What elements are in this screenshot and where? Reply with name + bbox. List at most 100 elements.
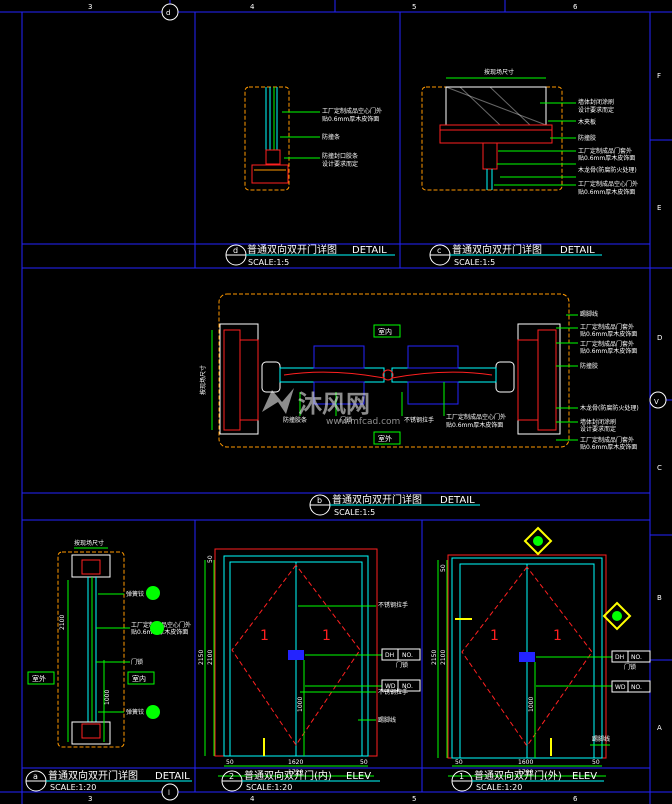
svg-text:1: 1	[553, 628, 562, 644]
note-text: 墙体封闭涂刷	[578, 98, 614, 106]
svg-text:1: 1	[490, 628, 499, 644]
panel-title: 普通双向双开门详图	[48, 769, 138, 782]
elevation-2: 1 1 50 2150 2100 1000 50 1620 50 1720 不锈…	[198, 548, 421, 777]
note-text: 防撞胶	[580, 362, 598, 370]
note-text: 工厂定制成品空心门外	[322, 107, 382, 115]
panel-title: 普通双向双开门(内)	[244, 769, 332, 782]
dim-label: 50	[455, 759, 463, 766]
tag-code: WD	[385, 683, 396, 690]
panel-subtitle: DETAIL	[560, 245, 595, 256]
dim-label: 1720	[288, 769, 303, 776]
grid-row-label: C	[657, 464, 662, 472]
note-text: 踢脚线	[592, 735, 610, 743]
panel-scale: SCALE:1:5	[248, 258, 289, 267]
note-text: 工厂定制成品空心门外	[578, 180, 638, 188]
dim-label: 2100	[207, 650, 214, 665]
svg-text:1: 1	[322, 628, 331, 644]
tag-no: NO.	[402, 652, 413, 659]
tag-no: NO.	[402, 683, 413, 690]
dim-label: 50	[360, 759, 368, 766]
dim-label: 1000	[528, 697, 535, 712]
panel-title: 普通双向双开门详图	[452, 243, 542, 256]
note-text: 防撞封口胶条	[322, 152, 358, 160]
note-text: 防撞胶条	[283, 416, 307, 424]
room-label: 室内	[132, 674, 146, 683]
note-text: 工厂定制成品门套外	[578, 147, 632, 155]
dim-label: 1000	[104, 690, 111, 705]
top-axis-marker: d	[166, 9, 170, 17]
dim-label: 50	[440, 564, 447, 572]
panel-subtitle: ELEV	[572, 771, 597, 782]
grid-row-label: E	[657, 204, 661, 212]
tag-code: DH	[385, 652, 394, 659]
note-text: 木龙骨(防腐防火处理)	[578, 166, 637, 174]
panel-title: 普通双向双开门(外)	[474, 769, 562, 782]
panel-scale: SCALE:1:5	[454, 258, 495, 267]
note-text: 不锈钢拉手	[404, 416, 434, 424]
dim-label: 1620	[288, 759, 303, 766]
elevation-2-title: 2 普通双向双开门(内) ELEV SCALE:1:20	[221, 769, 380, 792]
note-text: 贴0.6mm厚木皮饰面	[446, 421, 503, 429]
dim-label: 50	[592, 759, 600, 766]
bottom-axis-marker: l	[168, 789, 170, 797]
note-text: 工厂定制成品空心门外	[446, 413, 506, 421]
panel-c-detail: 按现场尺寸 墙体封闭涂刷 设计要求而定 木夹板 防撞胶 工厂定制成品门套外 贴0…	[421, 68, 638, 196]
note-text: 防撞条	[322, 133, 340, 141]
note-text: 设计要求而定	[580, 425, 616, 433]
panel-scale: SCALE:1:20	[50, 783, 96, 792]
dim-label: 50	[207, 555, 214, 563]
panel-scale: SCALE:1:20	[476, 783, 522, 792]
note-text: 贴0.6mm厚木皮饰面	[580, 330, 637, 338]
watermark-brand: 沐风网	[298, 390, 370, 418]
note-text: 弹簧铰	[126, 590, 144, 598]
panel-subtitle: DETAIL	[155, 771, 190, 782]
note-text: 设计要求而定	[578, 106, 614, 114]
note-text: 踢脚线	[378, 716, 396, 724]
note-text: 不锈钢拉手	[378, 688, 408, 696]
grid-row-label: F	[657, 72, 661, 80]
panel-mark: b	[317, 496, 322, 505]
grid-col-label: 5	[412, 795, 416, 803]
dim-label: 1000	[297, 697, 304, 712]
note-text: 贴0.6mm厚木皮饰面	[322, 115, 379, 123]
note-text: 工厂定制成品门套外	[580, 340, 634, 348]
panel-b-title: b 普通双向双开门详图 DETAIL SCALE:1:5	[309, 493, 480, 517]
panel-mark: 1	[459, 772, 464, 781]
panel-mark: c	[437, 246, 441, 255]
elevation-1-title: 1 普通双向双开门(外) ELEV SCALE:1:20	[451, 769, 604, 792]
grid-labels: 3 4 5 6 3 4 5 6 F E D C B A d l V	[88, 3, 667, 803]
note-text: 防撞胶	[578, 134, 596, 142]
note-text: 弹簧铰	[126, 708, 144, 716]
panel-title: 普通双向双开门详图	[247, 243, 337, 256]
panel-subtitle: ELEV	[346, 771, 371, 782]
grid-row-label: A	[657, 724, 662, 732]
note-text: 工厂定制成品门套外	[580, 323, 634, 331]
tag-code: WD	[615, 684, 626, 691]
watermark-logo-icon	[262, 388, 294, 414]
dim-label: 按现场尺寸	[74, 539, 104, 547]
note-text: 门锁	[131, 658, 143, 666]
elevation-1: 1 1 50 2150 2100 1000 50 1600 50 1700 踢脚…	[431, 526, 651, 777]
panel-d-detail: 工厂定制成品空心门外 贴0.6mm厚木皮饰面 防撞条 防撞封口胶条 设计要求而定	[244, 86, 382, 191]
note-text: 墙体封闭涂刷	[580, 418, 616, 426]
note-text: 木夹板	[578, 118, 596, 126]
room-label: 室内	[378, 327, 392, 336]
grid-col-label: 6	[573, 795, 578, 803]
grid-row-label: B	[657, 594, 662, 602]
panel-subtitle: DETAIL	[352, 245, 387, 256]
grid-col-label: 5	[412, 3, 416, 11]
dim-label: 50	[226, 759, 234, 766]
note-text: 贴0.6mm厚木皮饰面	[578, 188, 635, 196]
svg-text:1: 1	[260, 628, 269, 644]
panel-scale: SCALE:1:5	[334, 508, 375, 517]
tag-code: DH	[615, 654, 624, 661]
note-text: 贴0.6mm厚木皮饰面	[580, 443, 637, 451]
watermark-url: www.mfcad.com	[326, 417, 400, 427]
tag-no: NO.	[631, 684, 642, 691]
panel-a-detail: 按现场尺寸 2100 1000 室外 室内 弹簧铰 工厂定制成品空心门外 贴0.…	[27, 539, 191, 748]
panel-a-title: a 普通双向双开门详图 DETAIL SCALE:1:20	[25, 769, 192, 792]
grid-col-label: 3	[88, 795, 92, 803]
tag-sub: 门锁	[624, 663, 636, 671]
